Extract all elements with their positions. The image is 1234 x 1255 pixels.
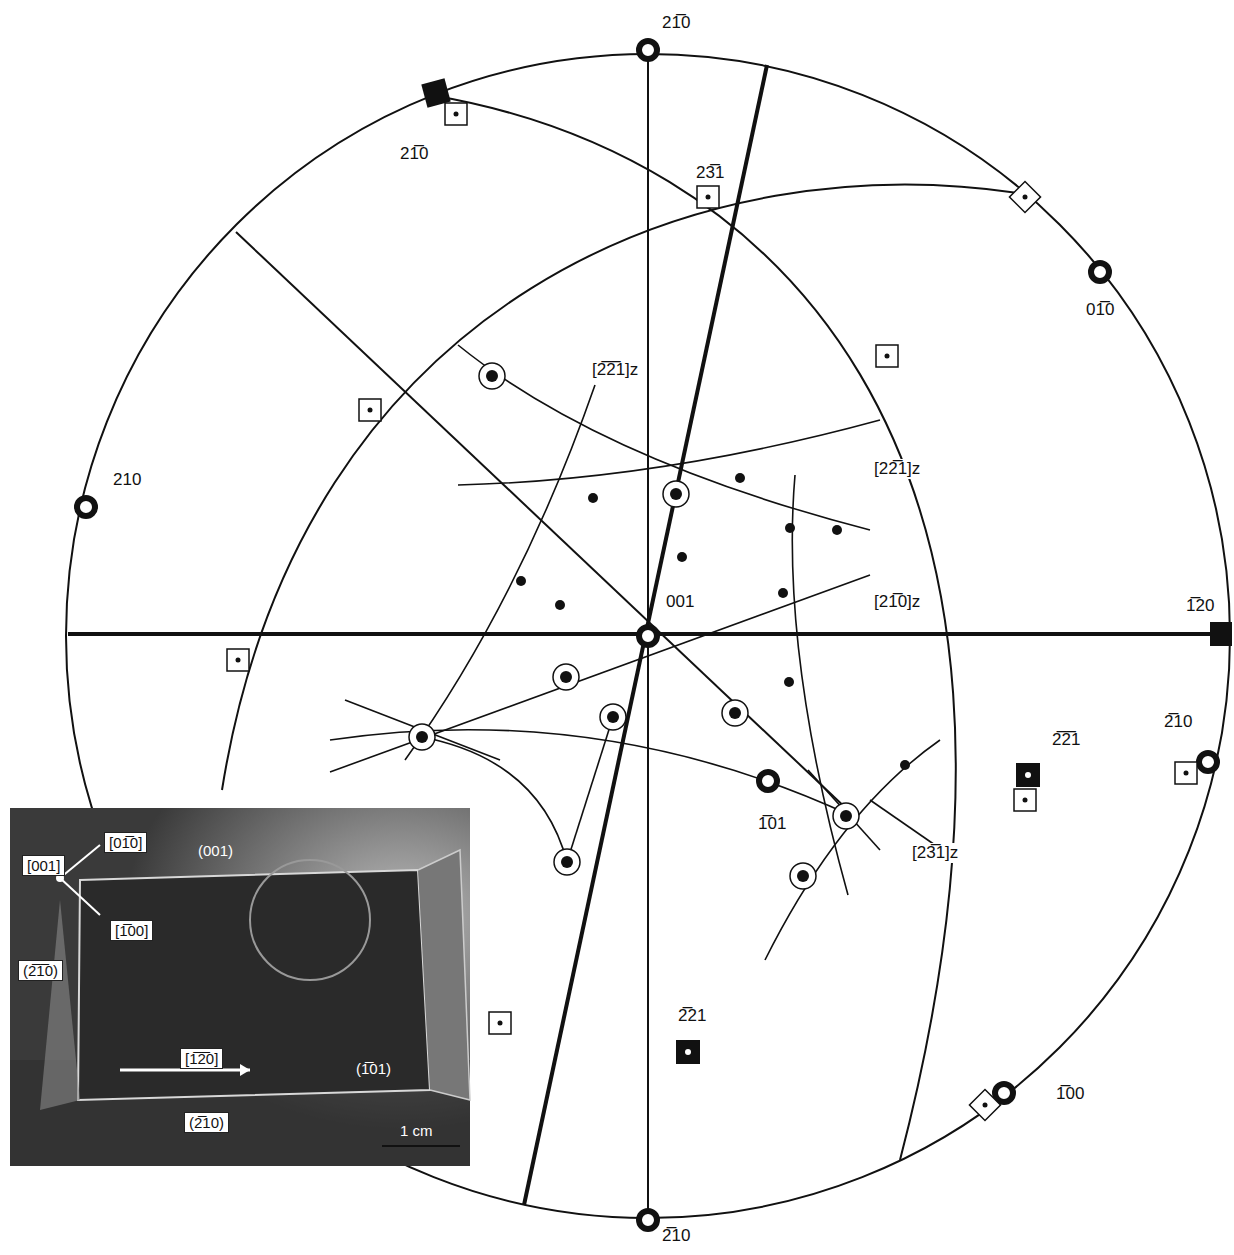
pole-label: 210 bbox=[111, 470, 143, 490]
face-label: [01̅0] bbox=[104, 832, 147, 853]
face-label: (2̅1̅0) bbox=[18, 960, 63, 981]
pole-label: 01̅0 bbox=[1084, 300, 1116, 320]
face-label: [1̅2̅0] bbox=[180, 1048, 223, 1069]
zone-axis-label: [21̅0]z bbox=[872, 592, 922, 612]
pole-label: 2̅10 bbox=[1162, 712, 1194, 732]
pole-label: 1̅00 bbox=[1054, 1084, 1086, 1104]
zone-axis-label: [23̅1]z bbox=[910, 843, 960, 863]
pole-label: 2̅10 bbox=[660, 1226, 692, 1246]
zone-axis-label: [22̅1]z bbox=[872, 459, 922, 479]
photo-inset bbox=[10, 808, 470, 1166]
face-label: [001] bbox=[22, 855, 65, 876]
pole-label: 23̅1 bbox=[694, 163, 726, 183]
face-label: [1̅00] bbox=[110, 920, 153, 941]
scale-label: 1 cm bbox=[398, 1122, 435, 1139]
face-label: (2̅10) bbox=[184, 1112, 229, 1133]
pole-label: 1̅01 bbox=[756, 814, 788, 834]
pole-label: 2̅2̅1 bbox=[1050, 730, 1082, 750]
pole-label: 1̅20 bbox=[1184, 596, 1216, 616]
face-label: (1̅01) bbox=[354, 1060, 393, 1077]
pole-label: 21̅0 bbox=[660, 13, 692, 33]
zone-axis-label: [2̅2̅1]z bbox=[590, 360, 640, 380]
pole-label: 001 bbox=[664, 592, 696, 612]
face-label: (001) bbox=[196, 842, 235, 859]
pole-label: 2̅21 bbox=[676, 1006, 708, 1026]
pole-label: 21̅0 bbox=[398, 144, 430, 164]
